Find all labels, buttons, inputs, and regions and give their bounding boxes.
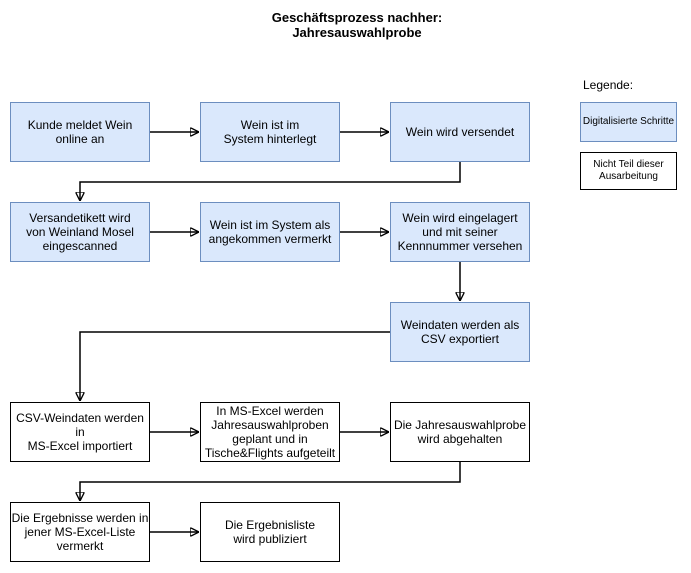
node-weindaten-csv-exportiert: Weindaten werden als CSV exportiert — [390, 302, 530, 362]
node-ergebnisse-vermerkt: Die Ergebnisse werden in jener MS-Excel-… — [10, 502, 150, 562]
node-excel-planung-tische-flights: In MS-Excel werden Jahresauswahlproben g… — [200, 402, 340, 462]
node-kunde-meldet-wein: Kunde meldet Wein online an — [10, 102, 150, 162]
connector-probe-to-ergebnisse — [80, 462, 461, 501]
diagram-title-line2: Jahresauswahlprobe — [292, 25, 422, 40]
node-wein-im-system-hinterlegt: Wein ist im System hinterlegt — [200, 102, 340, 162]
node-csv-weindaten-importiert: CSV-Weindaten werden in MS-Excel importi… — [10, 402, 150, 462]
diagram-title: Geschäftsprozess nachher: Jahresauswahlp… — [112, 10, 602, 40]
node-versandetikett-eingescanned: Versandetikett wird von Weinland Mosel e… — [10, 202, 150, 262]
legend-heading: Legende: — [583, 78, 634, 92]
node-jahresauswahlprobe-abgehalten: Die Jahresauswahlprobe wird abgehalten — [390, 402, 530, 462]
node-wein-wird-versendet: Wein wird versendet — [390, 102, 530, 162]
legend-item-digitalisierte-schritte: Digitalisierte Schritte — [580, 102, 677, 142]
connector-versendet-to-etikett — [80, 162, 461, 201]
node-wein-eingelagert-kennnummer: Wein wird eingelagert und mit seiner Ken… — [390, 202, 530, 262]
node-wein-angekommen-vermerkt: Wein ist im System als angekommen vermer… — [200, 202, 340, 262]
diagram-title-line1: Geschäftsprozess nachher: — [271, 10, 443, 25]
node-ergebnisliste-publiziert: Die Ergebnisliste wird publiziert — [200, 502, 340, 562]
legend-item-nicht-teil-ausarbeitung: Nicht Teil dieser Ausarbeitung — [580, 152, 677, 190]
connector-csvexport-to-import — [80, 331, 390, 401]
